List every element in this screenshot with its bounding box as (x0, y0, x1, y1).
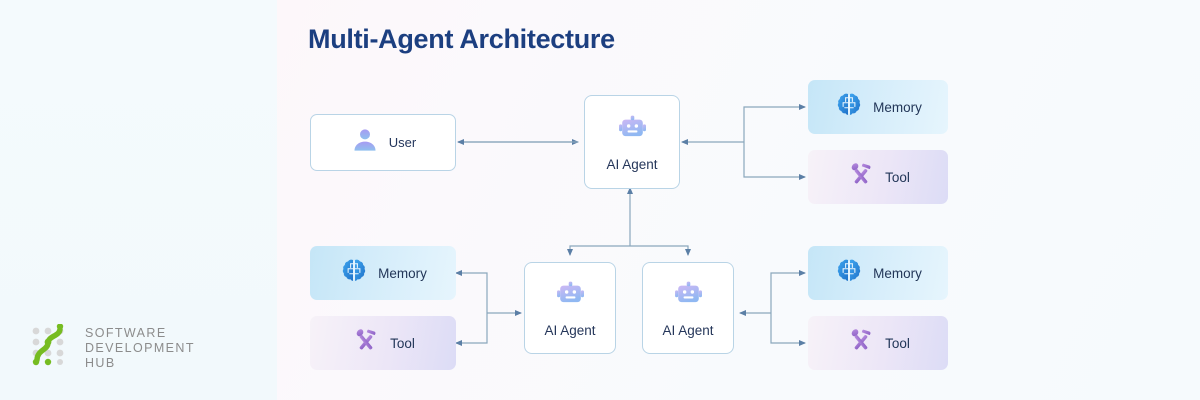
user-icon (350, 125, 380, 160)
node-agent-top-label: AI Agent (606, 157, 658, 172)
node-agent-top[interactable]: AI Agent (584, 95, 680, 189)
node-agent-bottom-2-label: AI Agent (662, 323, 714, 338)
node-agent-bottom-1-label: AI Agent (544, 323, 596, 338)
node-memory-top[interactable]: Memory (808, 80, 948, 134)
node-memory-top-label: Memory (873, 99, 922, 115)
robot-icon (554, 278, 587, 316)
node-user[interactable]: User (310, 114, 456, 171)
brand-logo-line-2: Development (85, 341, 195, 355)
robot-icon (616, 112, 649, 150)
tools-icon (846, 160, 876, 195)
node-memory-right-label: Memory (873, 265, 922, 281)
node-agent-bottom-2[interactable]: AI Agent (642, 262, 734, 354)
tools-icon (846, 326, 876, 361)
node-tool-right[interactable]: Tool (808, 316, 948, 370)
node-agent-bottom-1[interactable]: AI Agent (524, 262, 616, 354)
node-tool-top[interactable]: Tool (808, 150, 948, 204)
brand-logo-text: Software Development Hub (85, 326, 195, 371)
node-tool-top-label: Tool (885, 169, 910, 185)
sdh-logo-mark-icon (30, 323, 74, 373)
node-tool-right-label: Tool (885, 335, 910, 351)
brand-logo-line-3: Hub (85, 356, 116, 370)
node-memory-left[interactable]: Memory (310, 246, 456, 300)
node-memory-left-label: Memory (378, 265, 427, 281)
brand-logo: Software Development Hub (30, 323, 195, 373)
brain-icon (834, 256, 864, 291)
diagram-title: Multi-Agent Architecture (308, 24, 615, 54)
tools-icon (351, 326, 381, 361)
robot-icon (672, 278, 705, 316)
node-memory-right[interactable]: Memory (808, 246, 948, 300)
node-tool-left[interactable]: Tool (310, 316, 456, 370)
brain-icon (834, 90, 864, 125)
node-user-label: User (388, 135, 417, 150)
brand-logo-line-1: Software (85, 326, 167, 340)
node-tool-left-label: Tool (390, 335, 415, 351)
brain-icon (339, 256, 369, 291)
